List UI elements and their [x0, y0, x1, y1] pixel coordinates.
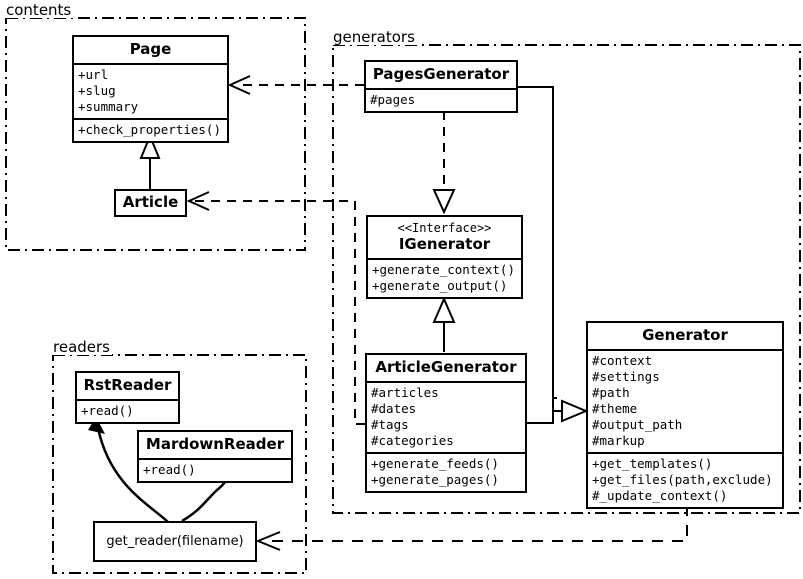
package-label-generators: generators: [331, 28, 417, 46]
package-border-contents: [5, 17, 306, 251]
class-stereotype-igenerator: <<Interface>>: [397, 221, 492, 235]
class-attribute: #pages: [370, 92, 416, 107]
class-box-article-generator[interactable]: ArticleGenerator #articles #dates #tags …: [365, 353, 527, 493]
relation-generators-extend-generator: [518, 86, 589, 424]
class-operation: +generate_output(): [372, 278, 508, 293]
class-box-article[interactable]: Article: [114, 189, 187, 217]
class-attributes-page: +url +slug +summary: [74, 63, 227, 118]
class-operation: +read(): [143, 462, 196, 477]
relation-pagesgenerator-realizes-igenerator: [432, 111, 456, 215]
class-operations-mardown-reader: +read(): [139, 458, 291, 481]
class-name-article-generator: ArticleGenerator: [375, 358, 517, 376]
relation-generator-uses-get-reader: [255, 505, 688, 551]
package-label-contents: contents: [4, 1, 74, 19]
class-name-igenerator: <<Interface>> IGenerator: [368, 217, 521, 258]
class-attribute: +slug: [78, 83, 116, 98]
class-attribute: #output_path: [592, 417, 683, 432]
class-attribute: +url: [78, 67, 109, 82]
class-name-mardown-reader: MardownReader: [145, 435, 285, 453]
class-attribute: #path: [592, 385, 630, 400]
class-attribute: #theme: [592, 401, 638, 416]
class-name-page: Page: [129, 40, 172, 58]
relation-articlegenerator-uses-article: [186, 191, 365, 425]
package-border-readers: [52, 354, 307, 574]
class-name-generator: Generator: [642, 326, 728, 344]
class-attribute: #tags: [371, 417, 409, 432]
class-name-article: Article: [122, 193, 179, 211]
class-operations-page: +check_properties(): [74, 118, 227, 141]
relation-get-reader-returns-rstreader: [88, 417, 169, 523]
class-operations-generator: +get_templates() +get_files(path,exclude…: [588, 452, 782, 507]
class-operation: +generate_feeds(): [371, 456, 499, 471]
relation-articlegenerator-realizes-igenerator: [432, 296, 456, 352]
class-name-rst-reader: RstReader: [83, 376, 172, 394]
package-border-generators: [332, 44, 801, 514]
class-name-pages-generator: PagesGenerator: [372, 65, 510, 83]
class-attribute: #context: [592, 353, 653, 368]
class-attribute: #articles: [371, 385, 439, 400]
relation-article-inherits-page: [139, 133, 161, 190]
function-box-get-reader[interactable]: get_reader(filename): [93, 521, 257, 562]
class-attribute: #categories: [371, 433, 454, 448]
function-label-get-reader: get_reader(filename): [106, 534, 244, 549]
class-operation: +check_properties(): [78, 122, 221, 137]
class-attribute: #settings: [592, 369, 660, 384]
class-attribute: #markup: [592, 433, 645, 448]
package-label-readers: readers: [51, 338, 112, 356]
class-box-page[interactable]: Page +url +slug +summary +check_properti…: [72, 35, 229, 143]
class-attribute: #dates: [371, 401, 417, 416]
class-operation: +get_templates(): [592, 456, 713, 471]
class-attributes-article-generator: #articles #dates #tags #categories: [367, 381, 525, 452]
class-operations-rst-reader: +read(): [77, 399, 178, 422]
class-attributes-pages-generator: #pages: [366, 88, 516, 111]
class-box-pages-generator[interactable]: PagesGenerator #pages: [364, 60, 518, 113]
relation-pagesgenerator-uses-page: [227, 75, 364, 95]
class-operation: +generate_pages(): [371, 472, 499, 487]
class-box-igenerator[interactable]: <<Interface>> IGenerator +generate_conte…: [366, 215, 523, 299]
class-operation: #_update_context(): [592, 488, 728, 503]
class-operations-article-generator: +generate_feeds() +generate_pages(): [367, 452, 525, 491]
class-box-generator[interactable]: Generator #context #settings #path #them…: [586, 321, 784, 509]
class-operation: +generate_context(): [372, 262, 515, 277]
class-box-rst-reader[interactable]: RstReader +read(): [75, 371, 180, 424]
class-operation: +read(): [81, 403, 134, 418]
class-attribute: +summary: [78, 99, 139, 114]
class-operation: +get_files(path,exclude): [592, 472, 773, 487]
class-box-mardown-reader[interactable]: MardownReader +read(): [137, 430, 293, 483]
class-name-text: IGenerator: [398, 235, 491, 253]
class-attributes-generator: #context #settings #path #theme #output_…: [588, 349, 782, 452]
class-operations-igenerator: +generate_context() +generate_output(): [368, 258, 521, 297]
